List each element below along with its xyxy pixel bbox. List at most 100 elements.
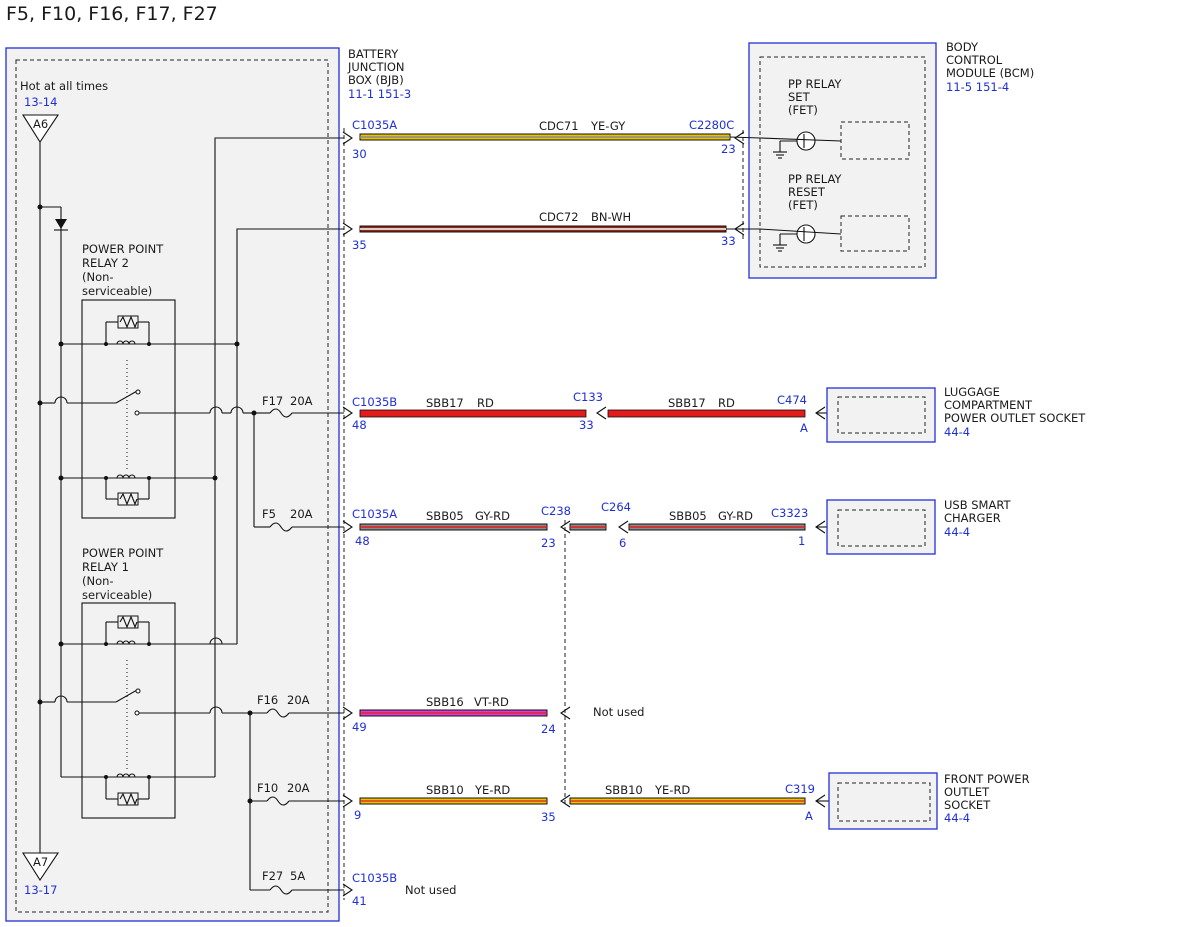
relay-reset-control-wire bbox=[236, 228, 344, 644]
relay1-internals bbox=[37, 615, 250, 806]
relay2-label-line1: POWER POINT bbox=[82, 242, 164, 256]
svg-text:BATTERY: BATTERY bbox=[348, 47, 399, 61]
wire-cdc72[interactable]: 35 CDC72 BN-WH 33 bbox=[342, 210, 760, 252]
svg-text:49: 49 bbox=[352, 720, 367, 734]
svg-text:F10: F10 bbox=[257, 781, 278, 795]
svg-text:C1035A: C1035A bbox=[352, 507, 397, 521]
relay1-label-line3: (Non- bbox=[82, 574, 114, 588]
svg-text:BOX (BJB): BOX (BJB) bbox=[348, 73, 404, 87]
bjb-ref-link[interactable]: 11-1 151-3 bbox=[348, 87, 411, 101]
wire-sbb16[interactable]: 49 SBB16 VT-RD 24 Not used bbox=[342, 695, 644, 736]
svg-text:SBB10: SBB10 bbox=[426, 783, 464, 797]
bcm-ref-link[interactable]: 11-5 151-4 bbox=[946, 80, 1009, 94]
relay-set-control-wire bbox=[214, 137, 344, 777]
svg-text:33: 33 bbox=[721, 234, 736, 248]
svg-text:YE-RD: YE-RD bbox=[474, 783, 510, 797]
svg-text:(FET): (FET) bbox=[788, 103, 818, 117]
svg-text:48: 48 bbox=[352, 418, 367, 432]
luggage-ref-link[interactable]: 44-4 bbox=[944, 425, 970, 439]
f27-not-used: Not used bbox=[405, 883, 456, 897]
usb-charger-component[interactable]: USB SMART CHARGER 44-4 bbox=[826, 498, 1012, 555]
svg-text:20A: 20A bbox=[287, 693, 310, 707]
svg-text:C1035B: C1035B bbox=[352, 871, 397, 885]
usb-ref-link[interactable]: 44-4 bbox=[944, 525, 970, 539]
relay2-label-line2: RELAY 2 bbox=[82, 256, 129, 270]
svg-text:SBB17: SBB17 bbox=[668, 396, 706, 410]
svg-text:COMPARTMENT: COMPARTMENT bbox=[944, 398, 1033, 412]
diode-icon bbox=[55, 219, 67, 229]
svg-text:RD: RD bbox=[477, 396, 494, 410]
wire-f27[interactable]: C1035B 41 Not used bbox=[342, 871, 456, 908]
relay1-label-line1: POWER POINT bbox=[82, 546, 164, 560]
svg-text:C2280C: C2280C bbox=[689, 118, 734, 132]
body-control-module: BODY CONTROL MODULE (BCM) 11-5 151-4 PP … bbox=[748, 40, 1034, 279]
svg-text:C474: C474 bbox=[777, 393, 807, 407]
connector-a6-label: A6 bbox=[33, 117, 48, 131]
svg-text:C238: C238 bbox=[541, 504, 571, 518]
luggage-outlet-component[interactable]: LUGGAGE COMPARTMENT POWER OUTLET SOCKET … bbox=[826, 385, 1086, 443]
bjb-inner-outline bbox=[15, 59, 329, 913]
svg-text:SBB10: SBB10 bbox=[605, 783, 643, 797]
relay2-box bbox=[81, 299, 176, 519]
fuse-f5: F5 20A bbox=[254, 507, 344, 532]
fet-set-icon bbox=[759, 121, 910, 160]
svg-text:23: 23 bbox=[541, 536, 556, 550]
svg-text:48: 48 bbox=[355, 534, 370, 548]
svg-text:USB SMART: USB SMART bbox=[944, 498, 1012, 512]
svg-text:SOCKET: SOCKET bbox=[944, 798, 991, 812]
svg-text:BODY: BODY bbox=[946, 40, 979, 54]
battery-junction-box: Hot at all times 13-14 A6 A7 13-17 POWER… bbox=[5, 47, 344, 922]
svg-text:30: 30 bbox=[352, 147, 367, 161]
svg-text:OUTLET: OUTLET bbox=[944, 785, 990, 799]
front-ref-link[interactable]: 44-4 bbox=[944, 811, 970, 825]
svg-text:CONTROL: CONTROL bbox=[946, 53, 1003, 67]
svg-text:41: 41 bbox=[352, 894, 367, 908]
svg-text:C1035A: C1035A bbox=[352, 118, 397, 132]
diagram-title: F5, F10, F16, F17, F27 bbox=[6, 3, 218, 25]
svg-text:SBB05: SBB05 bbox=[669, 509, 707, 523]
svg-text:23: 23 bbox=[721, 142, 736, 156]
svg-text:FRONT POWER: FRONT POWER bbox=[944, 772, 1030, 786]
wire-sbb10[interactable]: 9 SBB10 YE-RD 35 SBB10 YE-RD C319 A bbox=[342, 782, 829, 824]
connector-a7-label: A7 bbox=[33, 855, 48, 869]
svg-text:20A: 20A bbox=[287, 781, 310, 795]
splice-dot bbox=[37, 204, 43, 210]
svg-text:LUGGAGE: LUGGAGE bbox=[944, 385, 1000, 399]
svg-text:5A: 5A bbox=[290, 869, 305, 883]
wire-cdc71[interactable]: C1035A 30 CDC71 YE-GY C2280C 23 bbox=[342, 118, 761, 161]
svg-text:SBB05: SBB05 bbox=[426, 509, 464, 523]
svg-text:9: 9 bbox=[354, 808, 361, 822]
fet-reset-icon bbox=[759, 215, 910, 252]
svg-text:MODULE (BCM): MODULE (BCM) bbox=[946, 66, 1034, 80]
svg-text:C1035B: C1035B bbox=[352, 395, 397, 409]
svg-text:RD: RD bbox=[718, 396, 735, 410]
svg-text:(FET): (FET) bbox=[788, 198, 818, 212]
svg-text:C133: C133 bbox=[573, 390, 603, 404]
front-outlet-component[interactable]: FRONT POWER OUTLET SOCKET 44-4 bbox=[828, 772, 1030, 830]
svg-text:BN-WH: BN-WH bbox=[591, 210, 631, 224]
svg-text:C319: C319 bbox=[785, 782, 815, 796]
hot-ref-link[interactable]: 13-14 bbox=[24, 95, 57, 109]
bottom-ref-link[interactable]: 13-17 bbox=[24, 883, 57, 897]
svg-text:RESET: RESET bbox=[788, 185, 826, 199]
svg-text:F5: F5 bbox=[262, 507, 276, 521]
hot-at-all-times-label: Hot at all times bbox=[20, 79, 108, 93]
svg-text:SET: SET bbox=[788, 90, 811, 104]
svg-text:F27: F27 bbox=[262, 869, 283, 883]
svg-text:F17: F17 bbox=[262, 394, 283, 408]
wire-sbb05[interactable]: C1035A 48 SBB05 GY-RD C238 23 C264 6 SBB… bbox=[342, 500, 827, 550]
svg-text:CDC72: CDC72 bbox=[539, 210, 579, 224]
relay2-label-line4: serviceable) bbox=[82, 284, 152, 298]
relay1-box bbox=[81, 602, 176, 819]
svg-text:JUNCTION: JUNCTION bbox=[347, 60, 405, 74]
svg-text:C264: C264 bbox=[601, 500, 631, 514]
svg-text:35: 35 bbox=[352, 238, 367, 252]
fuse-f17: F17 20A bbox=[254, 394, 344, 418]
svg-text:PP RELAY: PP RELAY bbox=[788, 172, 842, 186]
svg-text:A: A bbox=[800, 421, 808, 435]
relay2-label-line3: (Non- bbox=[82, 270, 114, 284]
svg-text:VT-RD: VT-RD bbox=[474, 695, 509, 709]
svg-text:CDC71: CDC71 bbox=[539, 119, 579, 133]
wire-sbb17[interactable]: C1035B 48 SBB17 RD C133 33 SBB17 RD C474… bbox=[342, 390, 827, 435]
